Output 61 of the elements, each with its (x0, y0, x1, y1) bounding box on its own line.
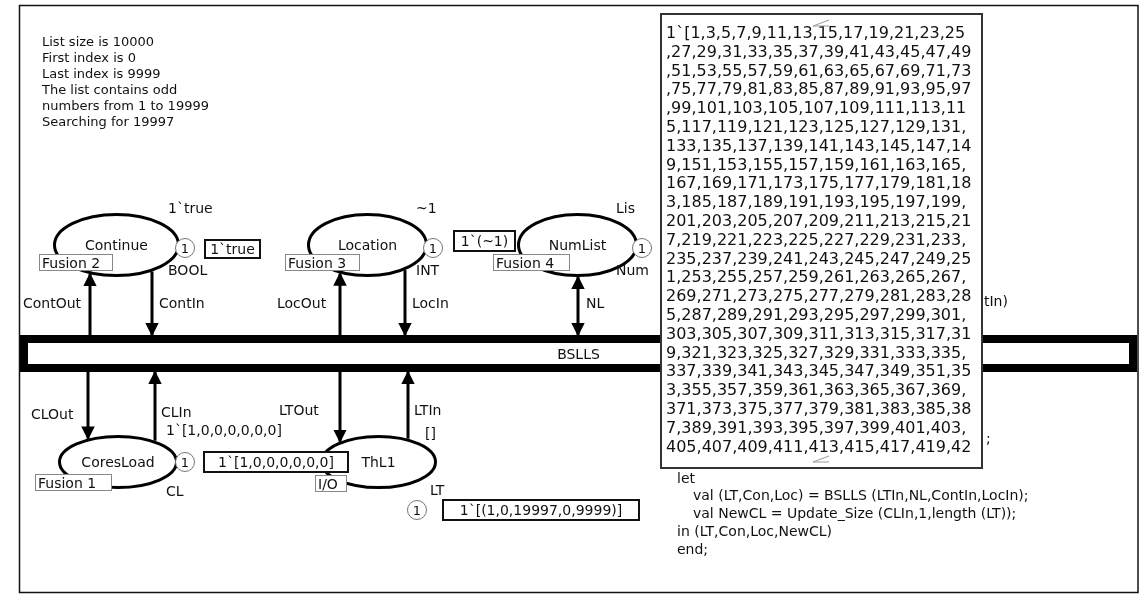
note-text: The list contains odd numbers from 1 to 19999 (42, 82, 210, 114)
type-label: CL (166, 483, 184, 499)
fusion-tag: Fusion 3 (285, 254, 360, 271)
arc-arrow (401, 370, 415, 439)
token-list-text: 1`[1,3,5,7,9,11,13,15,17,19,21,23,25 ,27,29,31,33,35,37,39,41,43,45,47,49 ,51,53,55,57,59,61,63,65,67,69,71,73 ,75,77,79,81,83,85,87,89,91,93,95,97 ,99,101,103,105,107,109,111,113,11 5,117,119,121,123,125,127,129,131, 133,135,137,139,141,143,145,147,14 9,151,153,155,157,159,161,163,165, 167,169,171,173,175,177,179,181,18 3,185,187,189,191,193,195,197,199, 201,203,205,207,209,211,213,215,21 7,219,221,223,225,227,229,231,233, 235,237,239,241,243,245,247,249,25 1,253,255,257,259,261,263,265,267, 269,271,273,275,277,279,281,283,28 5,287,289,291,293,295,297,299,301, 303,305,307,309,311,313,315,317,31 9,321,323,325,327,329,331,333,335, 337,339,341,343,345,347,349,351,35 3,355,357,359,361,363,365,367,369, 371,373,375,377,379,381,383,385,38 7,389,391,393,395,397,399,401,403, 405,407,409,411,413,415,417,419,42 (666, 24, 973, 457)
initial-marking-label: Lis (616, 200, 635, 216)
arc-arrow (571, 275, 585, 337)
arc-arrow (148, 370, 162, 441)
type-label: INT (416, 262, 440, 278)
initial-marking-label: ~1 (416, 200, 437, 216)
type-label: LT (430, 482, 445, 498)
code-text: val (LT,Con,Loc) = BSLLS (LTIn,NL,ContIn,LocIn); (693, 487, 1029, 503)
code-text: tIn) (984, 293, 1008, 309)
arc-label: CLOut (30, 406, 75, 422)
token-count-circle: 1 (175, 452, 195, 472)
fusion-tag: Fusion 2 (39, 254, 113, 271)
arc-label: ContOut (22, 295, 83, 311)
code-text: in (LT,Con,Loc,NewCL) (677, 523, 833, 539)
transition-name: BSLLS (557, 345, 600, 362)
token-count-circle: 1 (175, 238, 195, 258)
arc-arrow (333, 372, 347, 443)
marking-tag: 1`[(1,0,19997,0,9999)] (442, 499, 640, 521)
code-text: val NewCL = Update_Size (CLIn,1,length (LT)); (693, 505, 1017, 521)
fusion-tag: I/O (315, 475, 347, 492)
code-text: ; (986, 430, 991, 446)
arc-label: LocIn (411, 295, 450, 311)
place-name: ThL1 (361, 454, 396, 470)
arc-label: LTIn (413, 402, 443, 418)
code-text: end; (677, 541, 709, 557)
place-name: Continue (85, 237, 148, 253)
code-text: let (677, 470, 695, 486)
note-text: Last index is 9999 (42, 66, 162, 82)
arc-arrow (81, 372, 95, 440)
token-count-circle: 1 (632, 238, 652, 258)
token-count-circle: 1 (423, 238, 443, 258)
arc-label: NL (585, 295, 606, 311)
arc-arrow (398, 270, 412, 337)
type-label: BOOL (168, 262, 208, 278)
place-name: NumList (548, 237, 607, 253)
note-text: Searching for 19997 (42, 114, 176, 130)
arc-arrow (145, 271, 159, 337)
arc-label: CLIn (160, 404, 193, 420)
arc-label: ContIn (158, 295, 206, 311)
note-text: List size is 10000 (42, 34, 156, 50)
fusion-tag: Fusion 4 (493, 254, 570, 271)
initial-marking-label: 1`true (168, 200, 213, 216)
place-name: Location (337, 237, 398, 253)
type-label: Num (616, 262, 649, 278)
arc-arrow (333, 272, 347, 335)
fusion-tag: Fusion 1 (35, 474, 112, 491)
marking-tag: 1`[1,0,0,0,0,0,0] (203, 451, 349, 473)
marking-tag: 1`(~1) (453, 230, 516, 252)
note-text: First index is 0 (42, 50, 137, 66)
token-count-circle: 1 (407, 500, 427, 520)
place-name: CoresLoad (81, 454, 155, 470)
arc-label: LTOut (278, 402, 320, 418)
initial-marking-label: 1`[1,0,0,0,0,0,0] (166, 422, 282, 438)
arc-arrow (83, 272, 97, 335)
marking-tag: 1`true (204, 239, 261, 259)
arc-label: LocOut (276, 295, 328, 311)
initial-marking-label: [] (425, 425, 436, 441)
